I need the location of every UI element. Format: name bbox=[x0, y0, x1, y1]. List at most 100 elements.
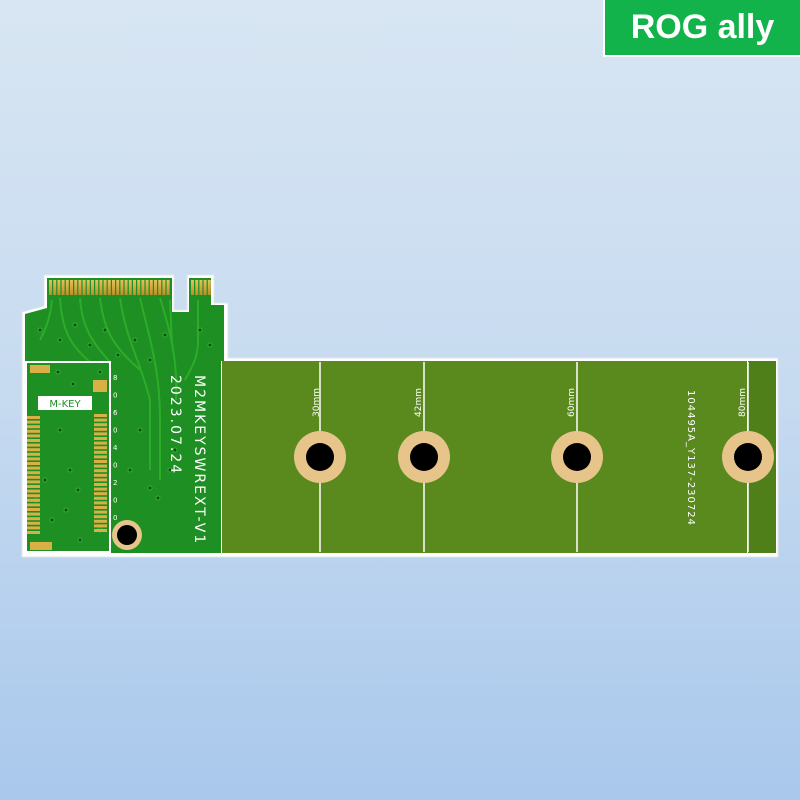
gold-finger bbox=[203, 280, 207, 295]
slot-pad bbox=[27, 434, 40, 438]
scale-number: 0 bbox=[113, 427, 117, 435]
gold-finger bbox=[74, 280, 78, 295]
gold-finger bbox=[154, 280, 157, 295]
silkscreen-group: M2MKEYSWREXT-V1 2023.07.24 bbox=[167, 375, 207, 545]
gold-finger bbox=[133, 280, 136, 295]
slot-pad bbox=[27, 443, 40, 447]
via bbox=[75, 487, 81, 493]
slot-pad bbox=[27, 420, 40, 424]
m-key-label: M-KEY bbox=[49, 399, 81, 410]
gold-finger bbox=[53, 280, 57, 295]
slot-pad bbox=[94, 464, 107, 468]
scale-number: 4 bbox=[113, 444, 118, 452]
slot-pad bbox=[27, 462, 40, 465]
slot-pad bbox=[94, 519, 107, 523]
gold-finger bbox=[112, 280, 115, 295]
gold-finger bbox=[107, 280, 111, 295]
gold-finger bbox=[49, 280, 52, 295]
slot-pad bbox=[27, 416, 40, 419]
via bbox=[57, 337, 63, 343]
slot-pad bbox=[27, 526, 40, 530]
slot-pad bbox=[94, 529, 107, 532]
mount-hole-30mm bbox=[294, 431, 346, 483]
slot-pad bbox=[94, 418, 107, 422]
gold-finger bbox=[95, 280, 99, 295]
gold-finger bbox=[103, 280, 107, 295]
via bbox=[132, 337, 138, 343]
via bbox=[155, 495, 161, 501]
edge-connector-fingers bbox=[49, 280, 211, 295]
scale-number: 0 bbox=[113, 392, 117, 400]
slot-pad bbox=[94, 492, 107, 496]
slot-pad bbox=[27, 429, 40, 433]
gold-finger bbox=[124, 280, 128, 295]
slot-pad bbox=[27, 503, 40, 507]
slot-pad bbox=[27, 517, 40, 521]
gold-finger bbox=[191, 280, 194, 295]
slot-pad bbox=[94, 455, 107, 459]
slot-pad bbox=[94, 496, 107, 500]
scale-number: 0 bbox=[113, 514, 117, 522]
slot-pad bbox=[27, 489, 40, 493]
slot-pad bbox=[27, 494, 40, 498]
gold-finger bbox=[207, 280, 211, 295]
gold-finger bbox=[116, 280, 120, 295]
via bbox=[49, 517, 55, 523]
gold-finger bbox=[61, 280, 65, 295]
via bbox=[67, 467, 73, 473]
slot-pad bbox=[94, 473, 107, 477]
board-name-text: M2MKEYSWREXT-V1 bbox=[191, 375, 207, 545]
gold-finger bbox=[199, 280, 203, 295]
gold-finger bbox=[57, 280, 61, 295]
slot-pad bbox=[94, 432, 107, 436]
gold-finger bbox=[78, 280, 82, 295]
via bbox=[42, 477, 48, 483]
gold-finger bbox=[145, 280, 149, 295]
slot-pad bbox=[27, 498, 40, 502]
slot-key-notch bbox=[93, 380, 107, 392]
slot-pad bbox=[94, 441, 107, 445]
slot-pad bbox=[27, 425, 40, 429]
slot-pad bbox=[94, 427, 107, 431]
gold-finger bbox=[99, 280, 103, 295]
slot-pad bbox=[27, 448, 40, 452]
gold-finger bbox=[166, 280, 170, 295]
gold-finger bbox=[70, 280, 73, 295]
via bbox=[172, 447, 178, 453]
slot-pad bbox=[27, 508, 40, 511]
slot-pad bbox=[94, 460, 107, 463]
gold-finger bbox=[65, 280, 69, 295]
mount-hole-60mm bbox=[551, 431, 603, 483]
m-key-box bbox=[38, 396, 92, 410]
slot-pad bbox=[94, 423, 107, 427]
slot-pad bbox=[27, 475, 40, 479]
left-mount-hole bbox=[117, 525, 137, 545]
slot-pad bbox=[27, 531, 40, 534]
label-42mm: 42mm bbox=[414, 388, 424, 417]
slot-pad bbox=[94, 446, 107, 450]
slot-pad bbox=[27, 480, 40, 484]
via bbox=[162, 332, 168, 338]
gold-finger bbox=[195, 280, 199, 295]
slot-pad bbox=[94, 510, 107, 514]
label-80mm: 80mm bbox=[738, 388, 748, 417]
scale-number: 0 bbox=[113, 462, 117, 470]
gold-finger bbox=[158, 280, 162, 295]
slot-pad bbox=[27, 457, 40, 461]
slot-top-pad bbox=[30, 365, 50, 373]
via bbox=[37, 327, 43, 333]
slot-pad bbox=[27, 439, 40, 442]
via bbox=[63, 507, 69, 513]
slot-pad bbox=[94, 437, 107, 440]
gold-finger bbox=[137, 280, 141, 295]
slot-pad bbox=[27, 485, 40, 488]
via bbox=[55, 369, 61, 375]
slot-pad bbox=[27, 466, 40, 470]
label-60mm: 60mm bbox=[567, 388, 577, 417]
slot-pad bbox=[94, 515, 107, 519]
gold-finger bbox=[120, 280, 124, 295]
scale-number: 0 bbox=[113, 497, 117, 505]
via bbox=[207, 342, 213, 348]
via bbox=[167, 467, 173, 473]
